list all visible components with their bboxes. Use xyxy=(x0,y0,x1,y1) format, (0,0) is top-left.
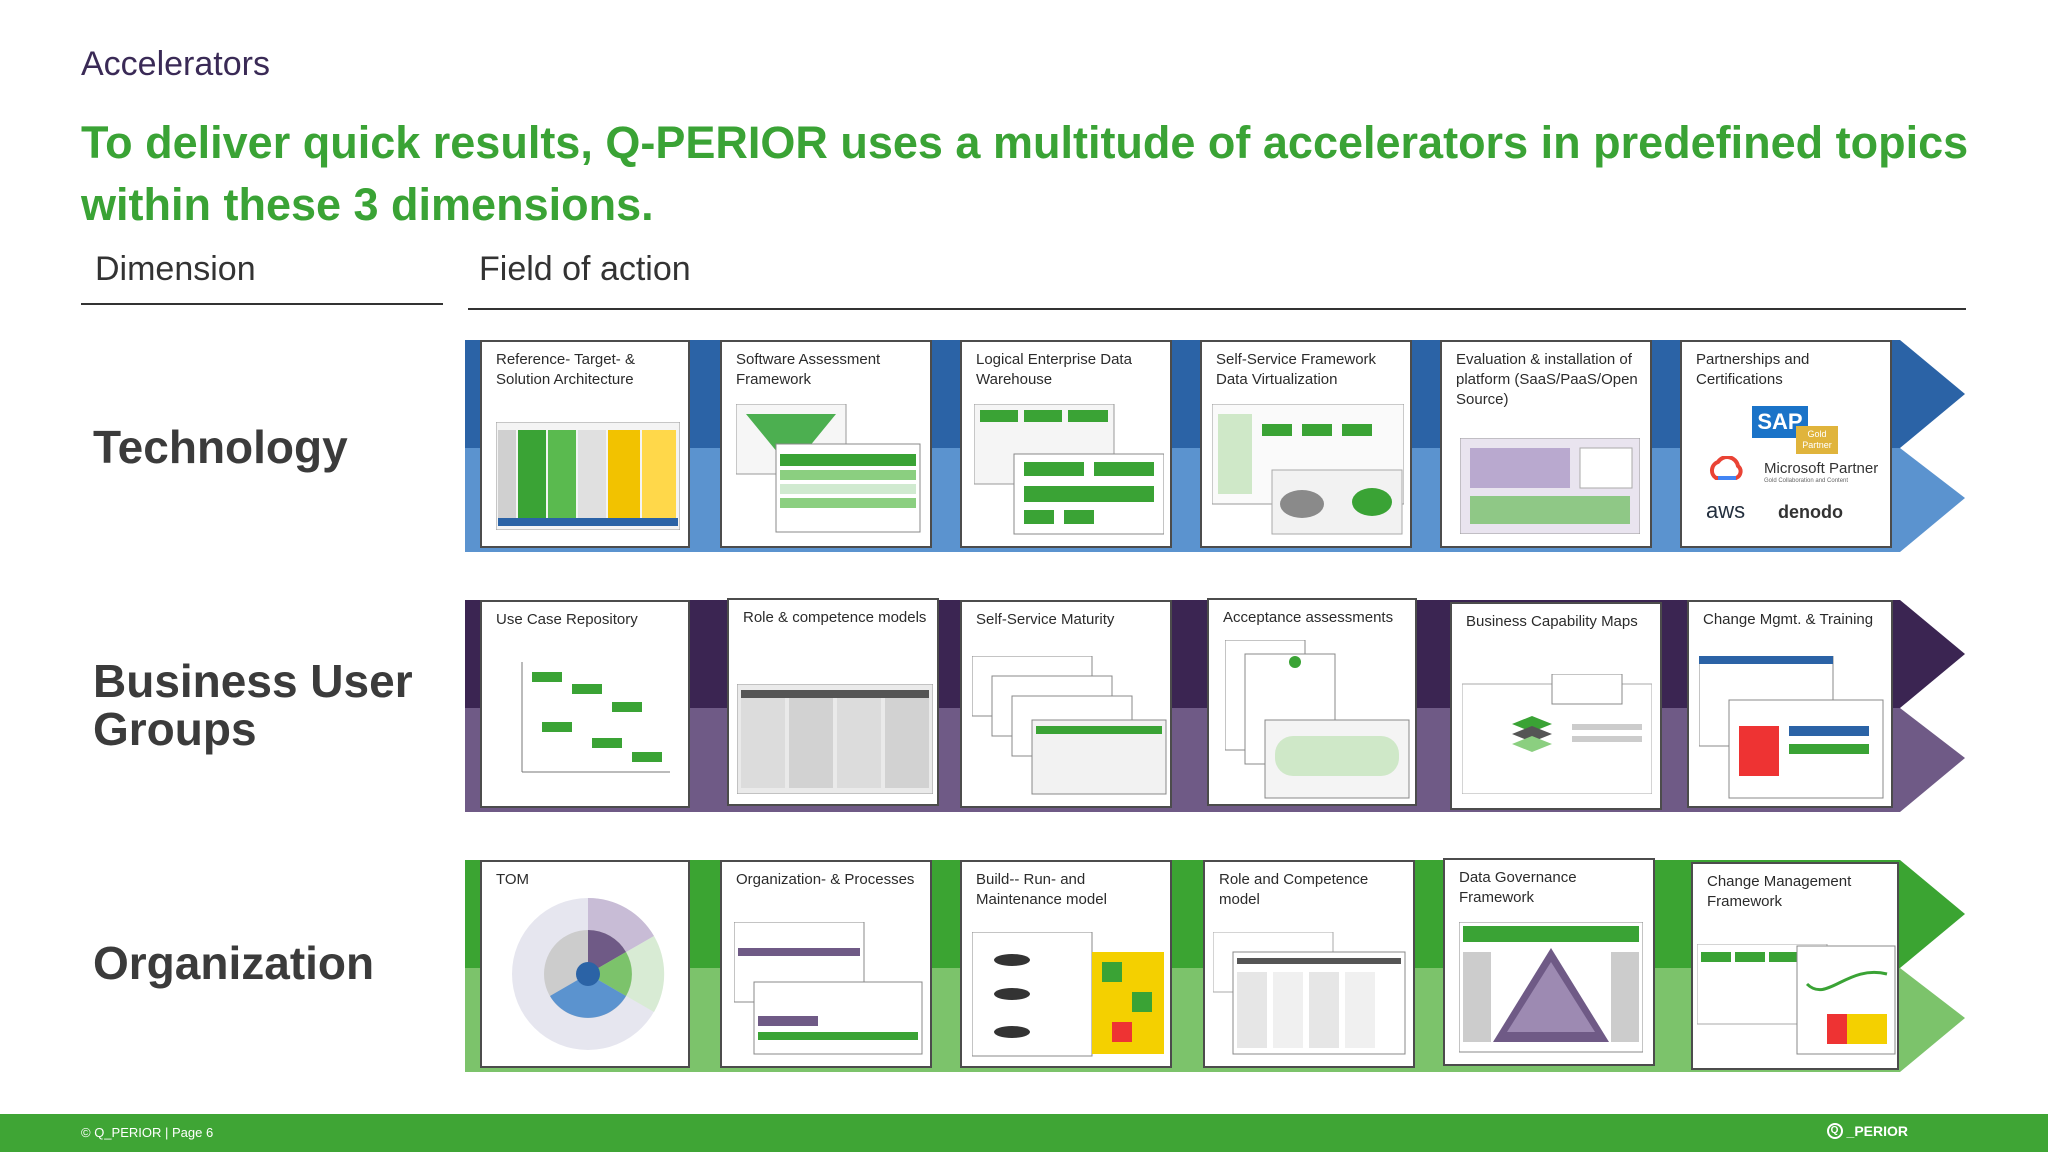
denodo-logo: denodo xyxy=(1778,502,1843,522)
card-logical-edw[interactable]: Logical Enterprise Data Warehouse xyxy=(960,340,1172,548)
assessment-thumbnail xyxy=(736,404,921,533)
edw-thumbnail xyxy=(974,404,1164,535)
card-title: Partnerships and Certifications xyxy=(1696,351,1810,388)
card-reference-architecture[interactable]: Reference- Target- & Solution Architectu… xyxy=(480,340,690,548)
aws-logo: aws xyxy=(1706,498,1746,523)
card-title: Self-Service Maturity xyxy=(976,611,1115,628)
card-title: Self-Service Framework Data Virtualizati… xyxy=(1216,351,1377,388)
dimension-organization: Organization xyxy=(93,937,375,989)
architecture-thumbnail xyxy=(496,422,680,530)
card-data-governance[interactable]: Data Governance Framework xyxy=(1443,858,1655,1066)
card-title: TOM xyxy=(496,871,530,888)
card-tom[interactable]: TOM xyxy=(480,860,690,1068)
capability-maps-thumbnail xyxy=(1462,674,1652,794)
card-self-service-maturity[interactable]: Self-Service Maturity xyxy=(960,600,1172,808)
dimension-rule xyxy=(81,303,443,305)
org-processes-thumbnail xyxy=(734,922,923,1055)
card-title: Change Management Framework xyxy=(1707,873,1852,910)
q-logo-icon: Q xyxy=(1826,1123,1843,1139)
maturity-thumbnail xyxy=(972,656,1167,795)
acceptance-thumbnail xyxy=(1225,640,1410,799)
card-self-service-framework[interactable]: Self-Service Framework Data Virtualizati… xyxy=(1200,340,1412,548)
card-title: Business Capability Maps xyxy=(1466,613,1638,630)
band-business-user-groups: Use Case Repository Role & competence mo… xyxy=(465,598,1965,812)
card-platform-evaluation[interactable]: Evaluation & installation of platform (S… xyxy=(1440,340,1652,548)
card-change-mgmt-training[interactable]: Change Mgmt. & Training xyxy=(1687,600,1893,808)
card-role-competence-model[interactable]: Role and Competence model xyxy=(1203,860,1415,1068)
use-case-thumbnail xyxy=(521,662,670,773)
card-title: Logical Enterprise Data Warehouse xyxy=(976,351,1132,388)
card-title: Use Case Repository xyxy=(496,611,638,628)
change-framework-thumbnail xyxy=(1697,944,1896,1055)
field-of-action-header: Field of action xyxy=(479,250,691,288)
card-title: Reference- Target- & Solution Architectu… xyxy=(496,351,635,388)
footer-copyright: © Q_PERIOR | Page 6 xyxy=(81,1125,214,1140)
build-run-thumbnail xyxy=(972,932,1164,1057)
card-partnerships[interactable]: Partnerships and Certifications SAP Gold… xyxy=(1680,340,1892,548)
change-training-thumbnail xyxy=(1699,656,1884,799)
dimension-business-user-groups: Business User Groups xyxy=(93,655,413,755)
card-business-capability-maps[interactable]: Business Capability Maps xyxy=(1450,602,1662,810)
card-title: Role & competence models xyxy=(743,609,927,626)
headline: To deliver quick results, Q-PERIOR uses … xyxy=(81,117,1969,230)
sap-badge-line2: Partner xyxy=(1802,440,1832,450)
microsoft-partner-logo: Microsoft Partner xyxy=(1764,460,1879,477)
card-software-assessment[interactable]: Software Assessment Framework xyxy=(720,340,932,548)
microsoft-partner-sub: Gold Collaboration and Content xyxy=(1764,478,1849,484)
google-cloud-icon xyxy=(1710,456,1743,480)
sap-badge-line1: Gold xyxy=(1807,429,1827,439)
section-label: Accelerators xyxy=(81,45,270,83)
dimension-header: Dimension xyxy=(95,250,256,288)
card-title: Evaluation & installation of platform (S… xyxy=(1456,351,1638,408)
dimension-technology: Technology xyxy=(93,421,348,473)
sap-gold-badge: Gold Partner xyxy=(1796,426,1838,454)
platform-thumbnail xyxy=(1460,438,1640,534)
card-title: Data Governance Framework xyxy=(1459,869,1577,906)
card-change-management-framework[interactable]: Change Management Framework xyxy=(1691,862,1899,1070)
data-governance-thumbnail xyxy=(1459,922,1643,1053)
band-organization: TOM Organization- & Processes Build-- Ru… xyxy=(465,858,1965,1072)
card-title: Build-- Run- and Maintenance model xyxy=(976,871,1107,908)
card-title: Change Mgmt. & Training xyxy=(1703,611,1874,628)
card-role-competence-models[interactable]: Role & competence models xyxy=(727,598,939,806)
footer-logo: Q _PERIOR xyxy=(1826,1123,1908,1139)
field-rule xyxy=(468,308,1966,310)
card-acceptance-assessments[interactable]: Acceptance assessments xyxy=(1207,598,1417,806)
role-competence-thumbnail xyxy=(1213,932,1406,1055)
card-organization-processes[interactable]: Organization- & Processes xyxy=(720,860,932,1068)
self-service-thumbnail xyxy=(1212,404,1404,535)
card-build-run-maintenance[interactable]: Build-- Run- and Maintenance model xyxy=(960,860,1172,1068)
card-title: Acceptance assessments xyxy=(1223,609,1394,626)
card-title: Organization- & Processes xyxy=(736,871,915,888)
card-use-case-repository[interactable]: Use Case Repository xyxy=(480,600,690,808)
footer-logo-text: _PERIOR xyxy=(1846,1123,1908,1139)
role-models-thumbnail xyxy=(737,684,933,794)
band-technology: Reference- Target- & Solution Architectu… xyxy=(465,340,1965,552)
card-title: Software Assessment Framework xyxy=(736,351,881,388)
tom-wheel-thumbnail xyxy=(512,897,665,1050)
card-title: Role and Competence model xyxy=(1219,871,1369,908)
footer: © Q_PERIOR | Page 6 Q _PERIOR xyxy=(0,1114,2048,1152)
